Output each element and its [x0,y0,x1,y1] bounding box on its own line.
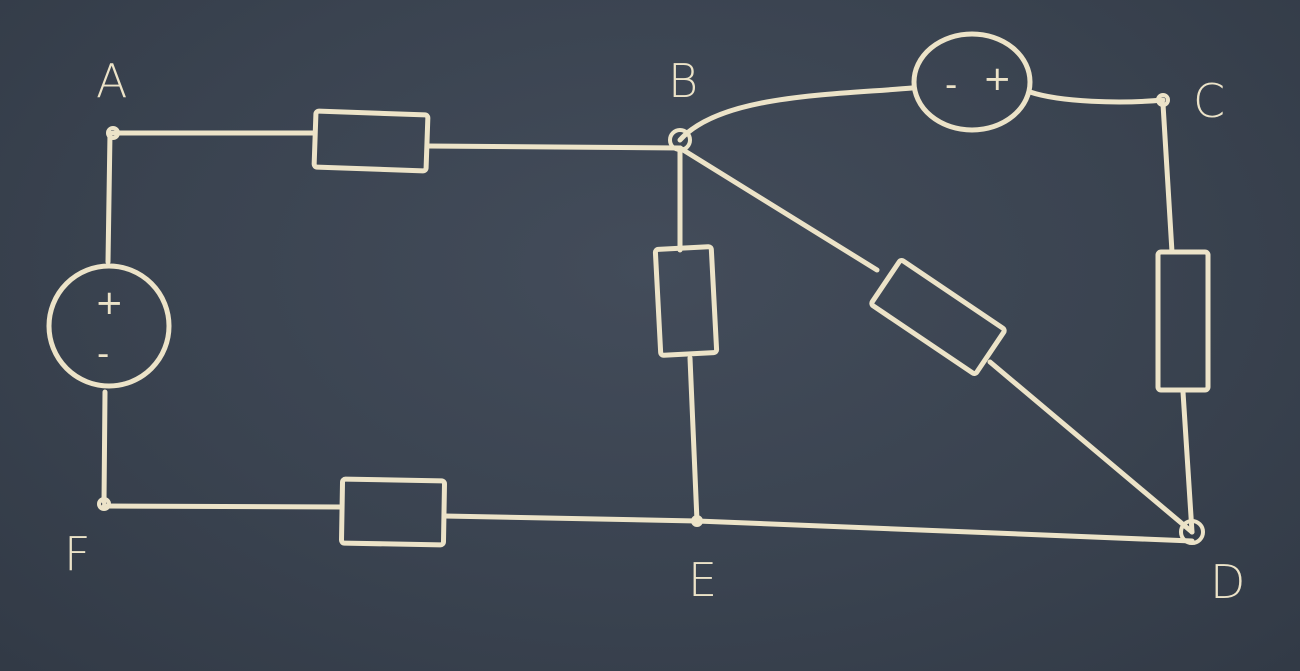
wire-c-to-resistor-cd [1160,101,1175,255]
node-b-dot [668,128,692,152]
wire-e-to-d [694,518,1195,544]
node-label-b: B [668,54,698,108]
wire-f-to-resistor-fe [101,503,345,510]
top-source-plus-sign: + [983,59,1012,99]
wire-b-to-top-source [677,85,915,143]
node-label-e: E [688,553,717,607]
node-e-dot [691,515,703,527]
node-d-dot [1179,519,1205,545]
top-source-minus-sign: - [945,65,957,105]
wire-a-to-left-source [105,130,113,265]
resistor-ab [311,108,431,174]
wire-resistor-ab-to-b [424,143,683,151]
node-label-f: F [64,527,90,581]
left-source-minus-sign: - [97,334,109,374]
resistor-cd [1155,249,1211,393]
node-label-d: D [1210,555,1245,609]
node-a-dot [106,126,120,140]
wire-b-to-resistor-bd [677,145,880,273]
top-voltage-source [911,31,1033,133]
resistor-fe [339,476,447,548]
node-c-dot [1156,93,1170,107]
left-source-plus-sign: + [95,283,124,323]
resistor-be [652,244,720,358]
wire-top-source-to-c [1027,89,1166,105]
wire-resistor-cd-to-d [1180,389,1195,535]
resistor-bd [869,258,1007,376]
node-f-dot [97,497,111,511]
left-voltage-source [46,263,172,389]
wire-resistor-fe-to-e [441,513,700,524]
wire-resistor-bd-to-d [987,359,1195,535]
node-label-a: A [96,54,127,108]
node-label-c: C [1193,74,1225,128]
wire-left-source-to-f [101,389,108,505]
wire-resistor-be-to-e [687,355,700,524]
